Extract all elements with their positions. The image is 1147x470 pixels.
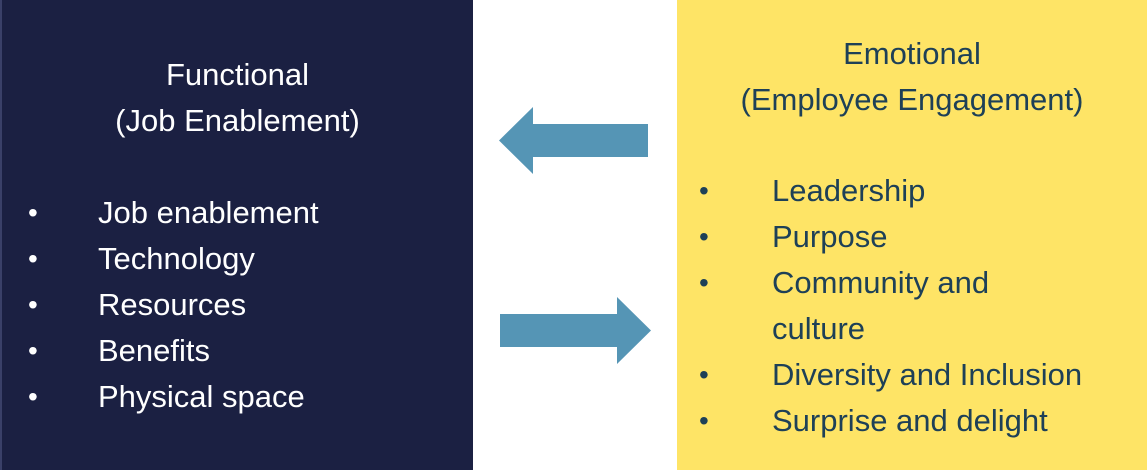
- arrow-right-icon: [500, 297, 651, 364]
- functional-title-line2: (Job Enablement): [115, 103, 360, 138]
- list-item: • Physical space: [2, 374, 319, 420]
- bullet-icon: •: [28, 381, 38, 412]
- item-label: Technology: [98, 241, 255, 276]
- emotional-title-line1: Emotional: [843, 36, 981, 71]
- emotional-title-line2: (Employee Engagement): [740, 82, 1084, 117]
- functional-panel: Functional (Job Enablement) • Job enablem…: [0, 0, 473, 470]
- emotional-list: • Leadership • Purpose • Community and cult…: [677, 168, 1082, 444]
- list-item: • Community and culture: [677, 260, 1032, 352]
- item-label: Community and culture: [772, 265, 990, 346]
- item-label: Surprise and delight: [772, 403, 1048, 438]
- list-item: • Resources: [2, 282, 319, 328]
- item-label: Leadership: [772, 173, 926, 208]
- item-label: Resources: [98, 287, 247, 322]
- bullet-icon: •: [28, 243, 38, 274]
- item-label: Purpose: [772, 219, 888, 254]
- list-item: • Job enablement: [2, 190, 319, 236]
- functional-title-line1: Functional: [165, 57, 310, 92]
- list-item: • Technology: [2, 236, 319, 282]
- emotional-title: Emotional (Employee Engagement): [677, 31, 1147, 123]
- list-item: • Leadership: [677, 168, 1082, 214]
- list-item: • Purpose: [677, 214, 1082, 260]
- list-item: • Diversity and Inclusion: [677, 352, 1082, 398]
- item-label: Physical space: [98, 379, 305, 414]
- item-label: Diversity and Inclusion: [772, 357, 1083, 392]
- item-label: Benefits: [98, 333, 211, 368]
- arrow-left-icon: [499, 107, 648, 174]
- bullet-icon: •: [699, 267, 709, 298]
- bullet-icon: •: [28, 335, 38, 366]
- bullet-icon: •: [28, 289, 38, 320]
- bullet-icon: •: [28, 197, 38, 228]
- bullet-icon: •: [699, 221, 709, 252]
- bullet-icon: •: [699, 175, 709, 206]
- bullet-icon: •: [699, 359, 709, 390]
- item-label: Job enablement: [98, 195, 319, 230]
- list-item: • Benefits: [2, 328, 319, 374]
- list-item: • Surprise and delight: [677, 398, 1082, 444]
- functional-title: Functional (Job Enablement): [2, 52, 473, 144]
- emotional-panel: Emotional (Employee Engagement) • Leaders…: [677, 0, 1147, 470]
- bullet-icon: •: [699, 405, 709, 436]
- functional-list: • Job enablement • Technology • Resources •…: [2, 190, 319, 420]
